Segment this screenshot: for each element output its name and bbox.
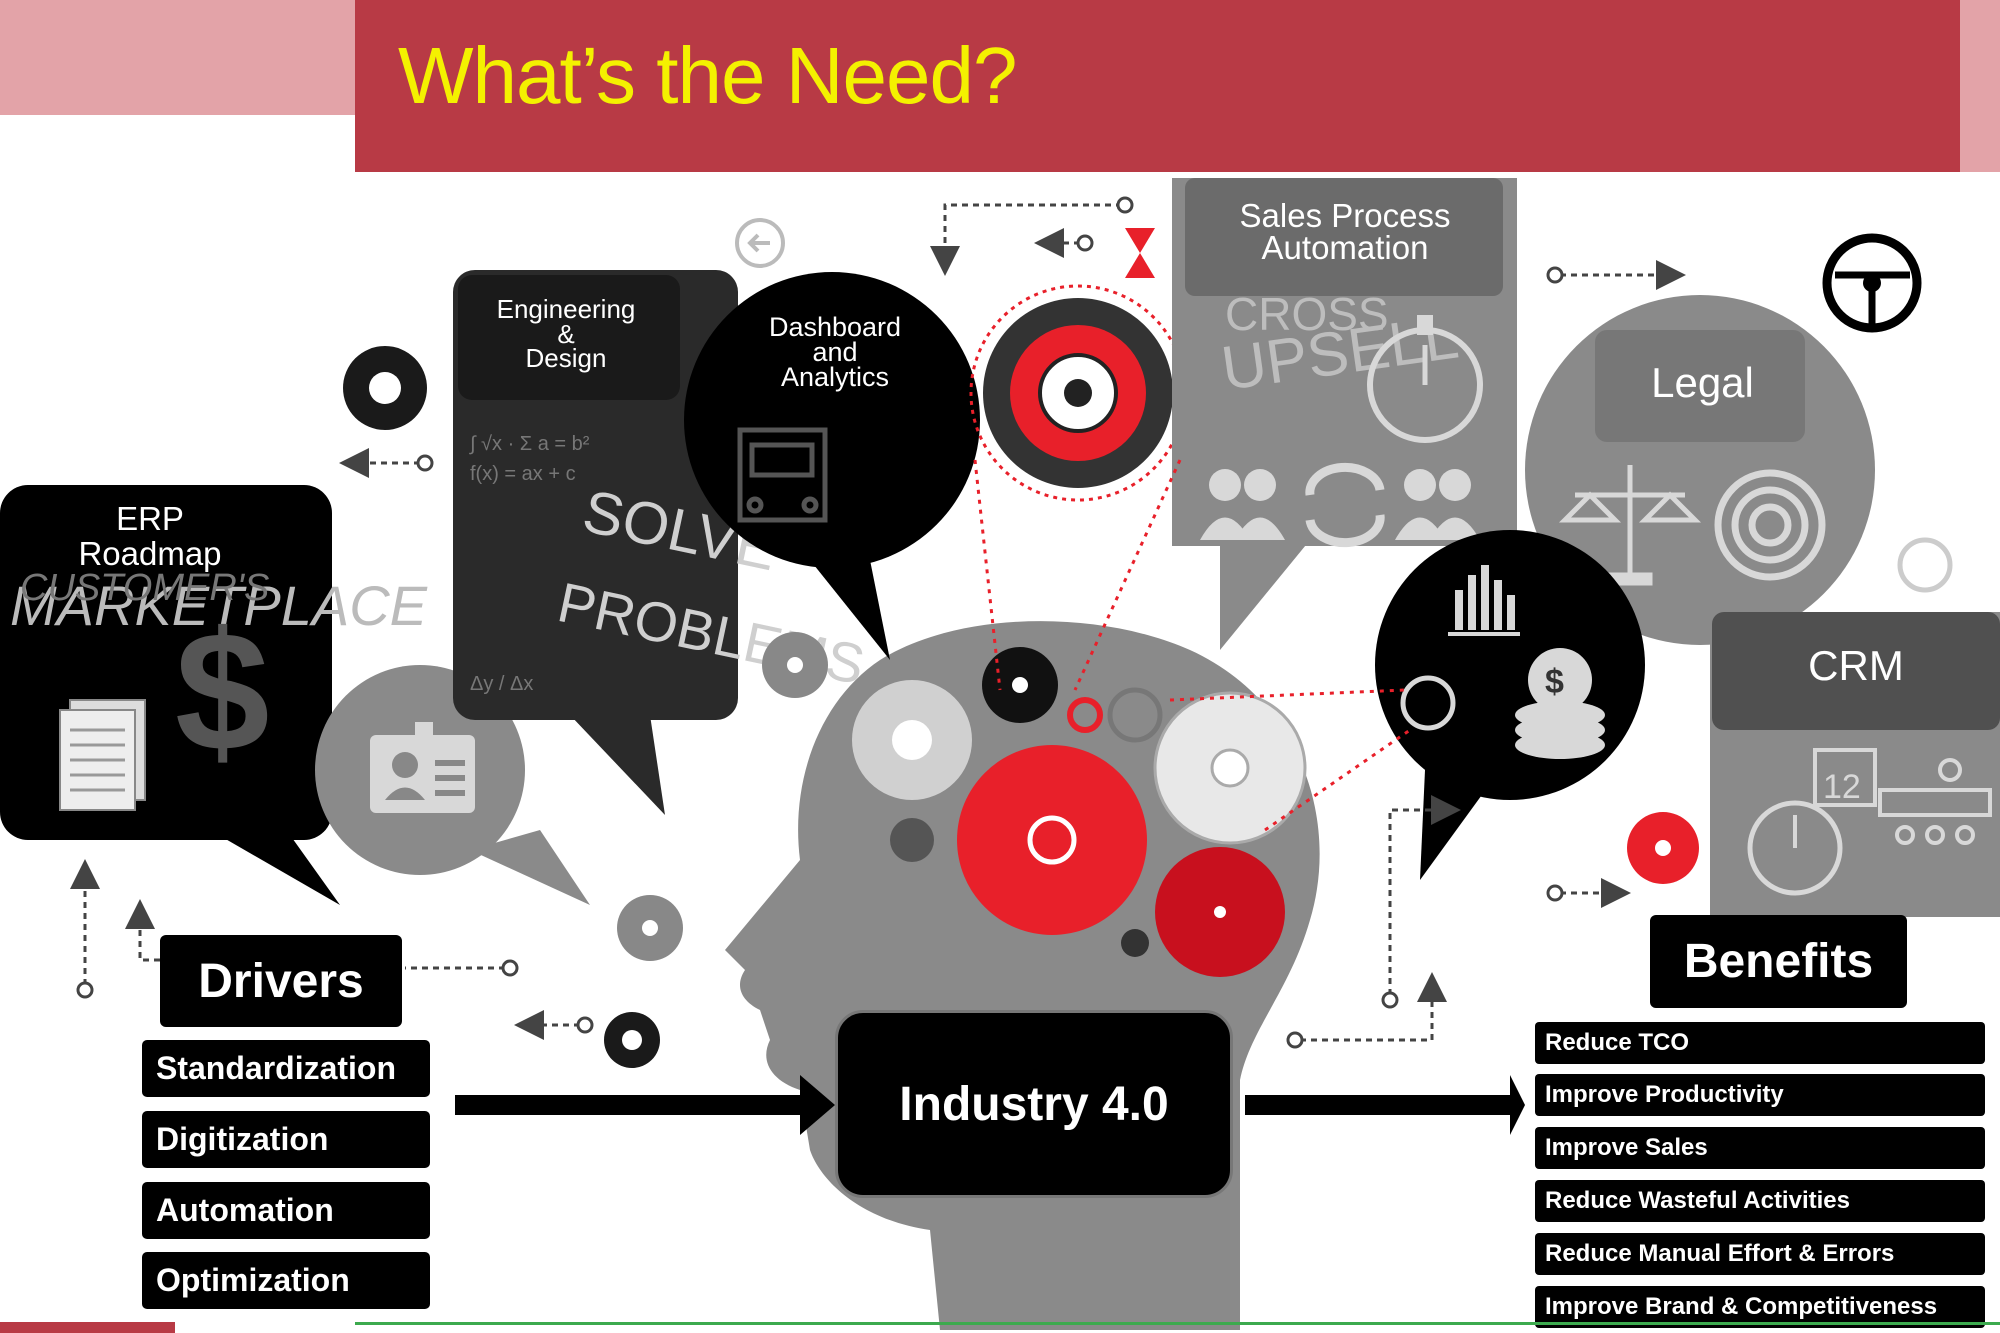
crm-calendar-number: 12 (1823, 768, 1861, 806)
title-band (355, 0, 1960, 172)
benefit-item: Reduce Wasteful Activities (1535, 1180, 1985, 1222)
flow-arrows (455, 1075, 1525, 1135)
legal-bubble (1525, 295, 1875, 645)
gear-icon (890, 818, 934, 862)
arrow-endpoints (76, 196, 1564, 1049)
driver-item: Standardization (142, 1040, 430, 1097)
gear-icon (1155, 847, 1285, 977)
drivers-label: Drivers (160, 935, 402, 1027)
dollar-icon: $ (175, 597, 270, 787)
dotted-connectors (973, 459, 1411, 832)
dashboard-analytics-label: Dashboard and Analytics (768, 312, 902, 392)
stopwatch-icon (1367, 315, 1483, 443)
document-stack-icon (59, 699, 146, 811)
engineering-design-label: Engineering & Design (496, 294, 636, 374)
hourglass-icon (1125, 228, 1155, 278)
benefit-item: Improve Brand & Competitiveness (1535, 1286, 1985, 1328)
driver-item: Digitization (142, 1111, 430, 1168)
org-chart-icon (1878, 758, 1992, 845)
header-right-band (1960, 0, 2000, 172)
truck-icon (737, 427, 828, 523)
steering-wheel-icon (1897, 537, 1953, 593)
gear-icon (1400, 675, 1456, 731)
svg-text:∫ √x · Σ a = b²: ∫ √x · Σ a = b² (469, 433, 590, 455)
gear-icon (852, 680, 972, 800)
calendar-icon: 12 (1813, 748, 1877, 807)
crm-bubble: 12 (1710, 612, 2000, 917)
sales-process-automation-label: Sales Process Automation (1239, 197, 1451, 267)
dashed-arrows (70, 203, 1686, 1042)
sales-bubble: CROSS UPSELL (1172, 178, 1517, 650)
industry-4-0-box: Industry 4.0 (835, 1010, 1233, 1198)
gear-icon (1153, 691, 1307, 845)
erp-bg-text-2: MARKETPLACE (10, 574, 428, 637)
refresh-icon (1305, 462, 1385, 548)
gear-icon (343, 346, 427, 430)
bar-chart-icon (1448, 565, 1520, 636)
stopwatch-icon (1747, 800, 1843, 896)
legal-label: Legal (1651, 359, 1754, 406)
benefit-item: Improve Productivity (1535, 1074, 1985, 1116)
slide-title: What’s the Need? (398, 31, 1017, 120)
driver-item: Optimization (142, 1252, 430, 1309)
steering-wheel-icon (762, 632, 828, 698)
bottom-rule (355, 1322, 2000, 1325)
erp-roadmap-bubble: MARKETPLACE CUSTOMER'S $ (0, 485, 428, 905)
dashboard-bubble (684, 272, 980, 660)
erp-bg-text-1: CUSTOMER'S (20, 567, 269, 609)
analytics-bubble: $ (1375, 530, 1645, 880)
benefit-item: Reduce Manual Effort & Errors (1535, 1233, 1985, 1275)
svg-text:f(x) = ax + c: f(x) = ax + c (470, 463, 576, 485)
people-icon (1200, 469, 1480, 540)
id-card-icon (370, 722, 475, 813)
gear-icon (957, 745, 1147, 935)
crm-label: CRM (1808, 642, 1904, 689)
svg-text:$: $ (175, 597, 270, 787)
benefit-item: Reduce TCO (1535, 1022, 1985, 1064)
driver-item: Automation (142, 1182, 430, 1239)
target-icon (1714, 469, 1826, 581)
steering-wheel-icon (1822, 233, 1922, 333)
gear-icon (1107, 687, 1163, 743)
svg-text:Δy / Δx: Δy / Δx (470, 673, 533, 695)
sales-bg-text-1: CROSS (1225, 288, 1389, 340)
gear-icon (1067, 697, 1103, 733)
gear-icon (1121, 929, 1149, 957)
gear-icon (1627, 812, 1699, 884)
erp-roadmap-label: ERP Roadmap (78, 500, 222, 572)
svg-text:$: $ (1545, 663, 1564, 701)
back-arrow-icon (735, 218, 785, 268)
header-left-band (0, 0, 355, 115)
benefit-item: Improve Sales (1535, 1127, 1985, 1169)
gear-icon (982, 647, 1058, 723)
gear-icon (604, 1012, 660, 1068)
benefits-label: Benefits (1650, 915, 1907, 1008)
steering-wheel-icon (617, 895, 683, 961)
coins-icon: $ (1515, 648, 1605, 759)
bottom-accent (0, 1322, 175, 1333)
gear-icon (969, 284, 1187, 502)
